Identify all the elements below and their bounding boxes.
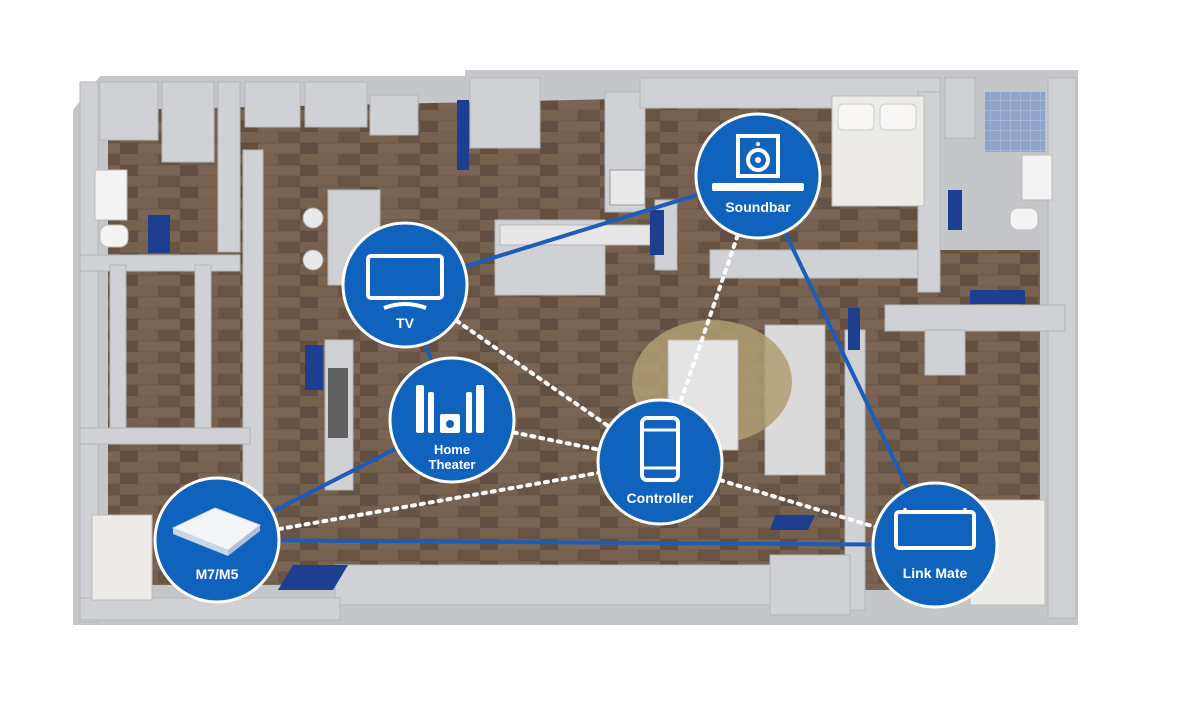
furniture (91, 95, 1053, 606)
soundbar-label: Soundbar (725, 199, 791, 215)
soundbar-speaker-icon (712, 134, 804, 191)
stove (609, 169, 646, 206)
home-theater-label-line1: Home (434, 442, 470, 457)
smartphone-icon (640, 416, 680, 482)
wired-link-soundbar-link_mate (756, 175, 937, 546)
controller-label: Controller (627, 490, 694, 506)
window-panels (148, 100, 1025, 590)
m7m5-label: M7/M5 (196, 566, 239, 582)
link-mate-node[interactable]: Link Mate (871, 481, 999, 609)
tv-stand (328, 368, 348, 438)
tv-node[interactable]: TV (341, 221, 469, 349)
home-theater-label-line2: Theater (429, 457, 476, 472)
kitchen-counter (499, 224, 651, 246)
wired-link-m7m5-link_mate (216, 538, 936, 547)
wireless-link-tv-controller (403, 283, 662, 464)
wireless-link-m7m5-controller (215, 460, 662, 542)
toilet-right (1009, 207, 1039, 231)
toilet-left (99, 224, 129, 248)
sink-left (94, 169, 128, 221)
m7m5-node[interactable]: M7/M5 (153, 476, 281, 604)
sink-right (1021, 154, 1053, 201)
home-theater-speakers-icon (416, 385, 484, 433)
controller-node[interactable]: Controller (596, 398, 724, 526)
tv-monitor-icon (366, 254, 444, 310)
home-theater-node[interactable]: Home Theater (388, 356, 516, 484)
soundbar-node[interactable]: Soundbar (694, 112, 822, 240)
link-mate-box-icon (894, 508, 976, 550)
bathroom-tile-floor (985, 92, 1045, 152)
link-mate-label: Link Mate (903, 565, 968, 581)
inner-walls (79, 77, 1077, 623)
tv-label: TV (396, 315, 415, 331)
wireless-speaker-icon (171, 507, 262, 556)
bed-left (91, 514, 153, 601)
